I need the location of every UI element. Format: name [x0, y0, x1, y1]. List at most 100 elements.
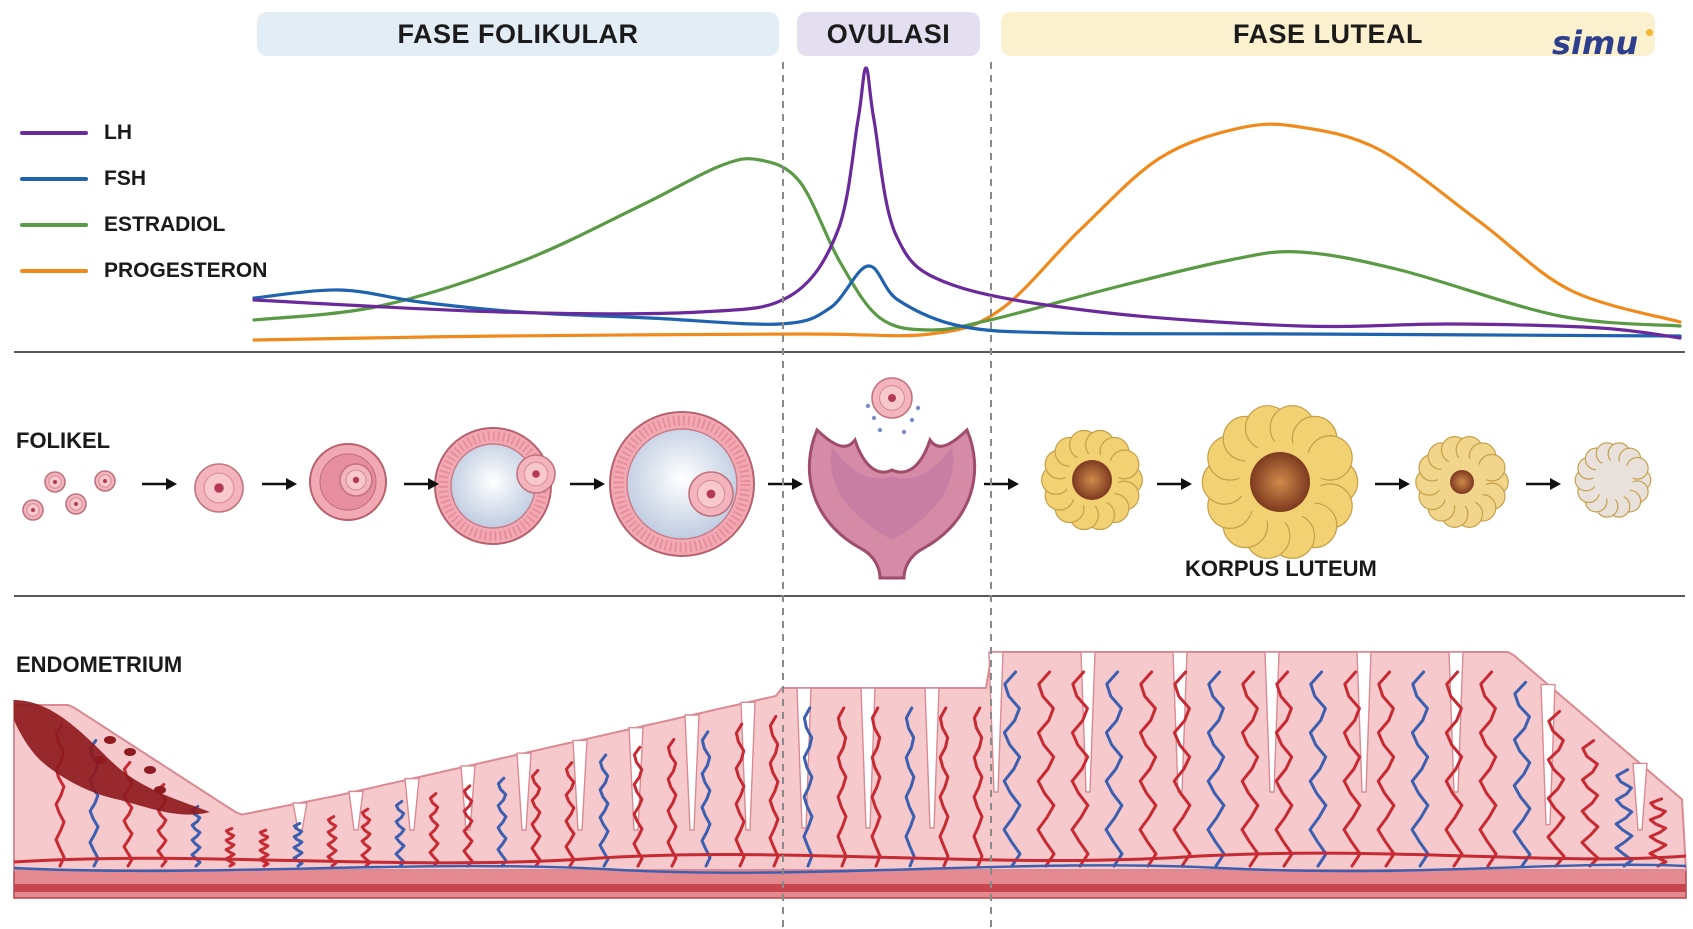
corpus-luteum-mature-lobe-4	[1244, 513, 1291, 559]
corpus-luteum-mature-lobe-3	[1269, 513, 1316, 559]
menstrual-blood	[14, 700, 210, 815]
legend-swatch-fsh	[20, 177, 88, 181]
graafian-follicle-oocyte-zona	[688, 471, 734, 517]
primordial-follicle-0-zona	[44, 471, 66, 493]
endometrial-gland-5	[572, 739, 588, 831]
basal-artery	[13, 851, 1687, 865]
spiral-vessel-20	[734, 722, 746, 868]
phase-label-follicular: FASE FOLIKULAR	[257, 12, 779, 56]
corpus-luteum-regressing-lobe-10	[1440, 436, 1469, 464]
curve-estradiol	[252, 157, 1682, 332]
corpus-luteum-early-lobe-13	[1109, 449, 1140, 480]
corpus-albicans-lobe-11	[1607, 442, 1631, 466]
corpus-luteum-regressing-core	[1450, 470, 1474, 494]
primordial-follicle-1-zona	[22, 499, 44, 521]
antral-follicle-outer	[434, 427, 552, 545]
legend-swatch-estradiol	[20, 223, 88, 227]
corpus-luteum-early-lobe-5	[1054, 493, 1085, 524]
corpus-luteum-regressing-lobe-12	[1468, 442, 1497, 470]
corpus-luteum-early-lobe-4	[1068, 500, 1099, 531]
corpus-albicans-lobe-13	[1625, 456, 1649, 480]
endometrial-gland-0	[292, 802, 308, 831]
secondary-follicle-outer	[309, 443, 387, 521]
corpus-luteum-regressing-lobe-2	[1468, 494, 1497, 522]
corpus-luteum-mature-lobe-1	[1307, 483, 1353, 529]
legend-swatch-progesteron	[20, 269, 88, 273]
corpus-luteum-mature-core	[1250, 452, 1310, 512]
primary-follicle-cell	[203, 472, 235, 504]
graafian-follicle-antrum	[626, 428, 738, 540]
legend-swatch-lh	[20, 131, 88, 135]
corpus-luteum-mature-lobe-5	[1222, 502, 1269, 549]
spiral-vessel-3	[156, 783, 168, 868]
endometrium-tissue	[13, 651, 1688, 871]
spiral-vessel-8	[326, 815, 338, 868]
primary-follicle-nucleus	[214, 483, 224, 493]
endometrial-gland-12	[988, 651, 1004, 793]
corpus-albicans-lobe-0	[1628, 468, 1652, 492]
primordial-follicle-0-nucleus	[53, 480, 57, 484]
spiral-vessel-27	[972, 706, 984, 868]
spiral-vessel-22	[802, 706, 814, 868]
corpus-luteum-early-lobe-3	[1085, 500, 1116, 531]
curve-progesteron	[252, 122, 1682, 342]
legend-label-progesteron: PROGESTERON	[104, 259, 268, 282]
released-cell-1	[871, 415, 877, 421]
spiral-vessel-17	[632, 745, 644, 868]
spiral-vessel-40	[1410, 670, 1430, 868]
spiral-vessel-9	[360, 807, 372, 868]
primary-follicle-zona	[194, 463, 244, 513]
corpus-luteum-regressing-lobe-5	[1427, 494, 1456, 522]
legend-label-lh: LH	[104, 121, 132, 144]
phase-label-ovulation: OVULASI	[797, 12, 980, 56]
shed-tissue-fragment-1	[124, 748, 136, 756]
stage-arrow-head-3	[594, 478, 605, 490]
corpus-luteum-mature-lobe-8	[1207, 435, 1253, 481]
shed-tissue-fragment-4	[154, 786, 166, 794]
spiral-vessel-6	[258, 828, 270, 868]
legend-item-lh: LH	[20, 110, 267, 156]
primordial-follicle-3-zona	[94, 470, 116, 492]
row-label-corpus-luteum: KORPUS LUTEUM	[1185, 556, 1377, 581]
graafian-follicle-outer	[609, 411, 755, 557]
corpus-luteum-early-lobe-11	[1085, 429, 1116, 460]
corpus-albicans-lobe-5	[1584, 489, 1608, 513]
corpus-luteum-mature-body	[1239, 441, 1321, 523]
ovulating-follicle-wall	[807, 427, 977, 580]
endometrial-gland-4	[516, 752, 532, 831]
brand-logo-dot	[1646, 29, 1653, 36]
corpus-albicans-lobe-1	[1625, 480, 1649, 504]
spiral-vessel-28	[1002, 670, 1022, 868]
corpus-albicans-lobe-7	[1574, 468, 1598, 492]
curve-fsh	[252, 264, 1682, 338]
spiral-vessel-0	[54, 723, 66, 868]
spiral-vessel-39	[1376, 670, 1396, 868]
spiral-vessel-18	[666, 738, 678, 868]
basal-vein	[13, 863, 1687, 874]
spiral-vessel-24	[870, 706, 882, 868]
spiral-vessel-29	[1036, 670, 1056, 868]
endometrial-gland-6	[628, 727, 644, 831]
spiral-vessel-12	[462, 784, 474, 868]
corpus-albicans-lobe-6	[1577, 480, 1601, 504]
graafian-follicle-cells	[613, 415, 751, 553]
stage-arrow-head-6	[1181, 478, 1192, 490]
corpus-luteum-mature-lobe-2	[1291, 502, 1338, 549]
row-label-endometrium: ENDOMETRIUM	[16, 652, 183, 677]
shed-tissue-fragment-3	[94, 756, 106, 764]
corpus-luteum-regressing-lobe-3	[1455, 500, 1484, 528]
corpus-luteum-mature-lobe-0	[1312, 459, 1359, 505]
row-label-follicle: FOLIKEL	[16, 428, 111, 453]
stage-arrow-head-1	[286, 478, 297, 490]
released-cell-3	[915, 405, 921, 411]
endometrium-layer	[13, 651, 1688, 899]
corpus-albicans-lobe-2	[1618, 489, 1642, 513]
corpus-luteum-mature-lobe-11	[1269, 405, 1316, 451]
legend-item-progesteron: PROGESTERON	[20, 248, 267, 294]
corpus-albicans-body	[1593, 460, 1633, 500]
endometrial-gland-16	[1356, 651, 1372, 793]
released-cell-0	[865, 403, 871, 409]
endometrial-gland-7	[684, 714, 700, 831]
released-cell-5	[901, 429, 907, 435]
brand-logo: simu	[1552, 24, 1639, 62]
